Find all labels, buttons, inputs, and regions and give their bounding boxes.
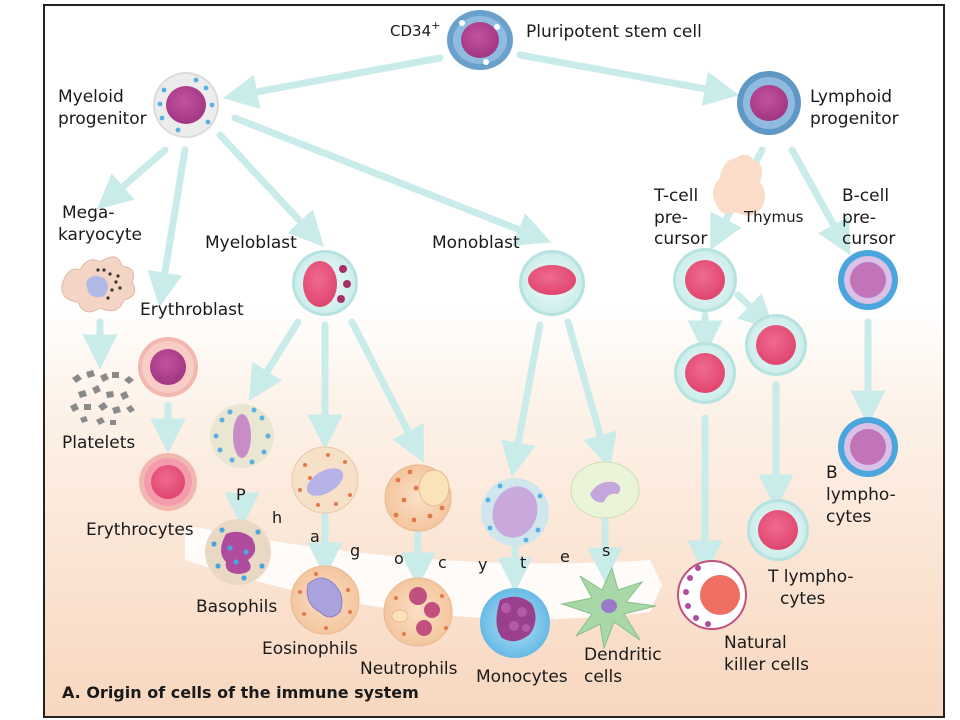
lymphoid-label-line1: Lymphoid: [810, 87, 892, 107]
nk-label-line1: Natural: [724, 633, 787, 653]
cd34-label: CD34+: [390, 19, 440, 40]
phagocytes-letter-10: s: [602, 541, 610, 560]
basophils-label: Basophils: [196, 597, 277, 617]
dendritic-label-line1: Dendritic: [584, 645, 662, 665]
lineage-arrows: [82, 51, 886, 593]
megakaryocyte-label-line2: karyocyte: [58, 225, 142, 245]
thymus-label: Thymus: [743, 208, 804, 226]
lymphoid-label-line2: progenitor: [810, 109, 899, 129]
tcell-precursor-label-line2: pre-: [654, 208, 688, 228]
arrow-lymphoid-to-bcell: [788, 146, 851, 256]
phagocytes-letter-1: P: [236, 485, 246, 504]
erythroblast-cell: [138, 337, 198, 397]
erythrocytes-label: Erythrocytes: [86, 520, 194, 540]
b-lymphocytes-label-line1: B: [826, 463, 838, 483]
megakaryocyte-cell: [61, 256, 136, 313]
bcell-precursor-label-line2: pre-: [842, 208, 876, 228]
arrow-stem-to-lymphoid: [516, 51, 740, 107]
myeloid-progenitor-cell: [153, 72, 219, 138]
dendritic-precursor-cell: [570, 461, 640, 519]
phagocytes-letter-7: y: [478, 555, 487, 574]
b-lymphocyte-cell: [838, 417, 898, 477]
lymphoid-progenitor-cell: [737, 71, 801, 135]
arrow-tcell-to-t-precursor: [734, 291, 775, 331]
arrow-myeloid-to-myeloblast: [216, 131, 324, 247]
monocytes-label: Monocytes: [476, 667, 568, 687]
myeloblast-cell: [292, 250, 358, 316]
neutrophil-precursor-cell: [384, 464, 452, 532]
dendritic-label-line2: cells: [584, 667, 622, 687]
myeloid-label-line1: Myeloid: [58, 87, 124, 107]
eosinophil-cell: [290, 565, 360, 635]
tcell-precursor-cell: [673, 248, 737, 312]
erythrocyte-cell: [139, 453, 197, 511]
stem-cell: [447, 10, 513, 70]
eosinophil-precursor-cell: [291, 446, 359, 514]
stem-cell-label: Pluripotent stem cell: [526, 22, 702, 42]
phagocytes-arc-label: P h a g o c y t e s: [236, 485, 610, 574]
arrow-monoblast-to-dendritic: [564, 318, 618, 469]
arrow-myeloid-to-megakaryocyte: [96, 146, 169, 210]
erythroblast-label: Erythroblast: [140, 300, 244, 320]
thymus-organ: [712, 154, 765, 216]
phagocytes-letter-3: a: [310, 527, 320, 546]
arrow-myeloblast-to-neutrophil: [348, 318, 424, 463]
eosinophils-label: Eosinophils: [262, 639, 358, 659]
tcell-precursor-label-line1: T-cell: [653, 186, 698, 206]
basophil-cell: [205, 519, 271, 585]
arrow-myeloid-to-monoblast: [231, 114, 552, 246]
bcell-precursor-cell: [838, 250, 898, 310]
megakaryocyte-label-line1: Mega-: [62, 203, 114, 223]
nk-precursor-cell: [674, 342, 736, 404]
t-precursor-cell: [745, 314, 807, 376]
arrow-monoblast-to-monocyte: [500, 321, 544, 478]
natural-killer-cell: [677, 560, 747, 630]
t-lymphocytes-label-line2: cytes: [780, 589, 826, 609]
phagocytes-letter-4: g: [350, 541, 360, 560]
monoblast-label: Monoblast: [432, 233, 520, 253]
neutrophils-label: Neutrophils: [360, 659, 458, 679]
bcell-precursor-label-line3: cursor: [842, 229, 895, 249]
platelets-cluster: [70, 370, 135, 425]
arrow-myeloid-to-erythroblast: [147, 146, 189, 308]
myeloblast-label: Myeloblast: [205, 233, 297, 253]
t-lymphocyte-cell: [747, 499, 809, 561]
b-lymphocytes-label-line3: cytes: [826, 507, 872, 527]
b-lymphocytes-label-line2: lympho-: [826, 485, 896, 505]
dendritic-cell: [560, 566, 657, 650]
phagocytes-letter-5: o: [394, 549, 404, 568]
nk-label-line2: killer cells: [724, 655, 809, 675]
phagocytes-letter-8: t: [520, 553, 526, 572]
phagocytes-letter-9: e: [560, 547, 570, 566]
figure-caption: A. Origin of cells of the immune system: [62, 683, 419, 702]
neutrophil-cell: [383, 577, 453, 647]
arrow-stem-to-myeloid: [222, 54, 444, 110]
myeloid-label-line2: progenitor: [58, 109, 147, 129]
arrow-myeloblast-to-basophil: [248, 318, 302, 401]
monocyte-precursor-cell: [481, 478, 549, 546]
tcell-precursor-label-line3: cursor: [654, 229, 707, 249]
monoblast-cell: [519, 250, 585, 316]
phagocytes-letter-2: h: [272, 508, 282, 527]
basophil-precursor-cell: [210, 404, 274, 468]
t-lymphocytes-label-line1: T lympho-: [767, 567, 854, 587]
bcell-precursor-label-line1: B-cell: [842, 186, 889, 206]
phagocytes-letter-6: c: [438, 553, 447, 572]
platelets-label: Platelets: [62, 433, 135, 453]
monocyte-cell: [480, 588, 550, 658]
